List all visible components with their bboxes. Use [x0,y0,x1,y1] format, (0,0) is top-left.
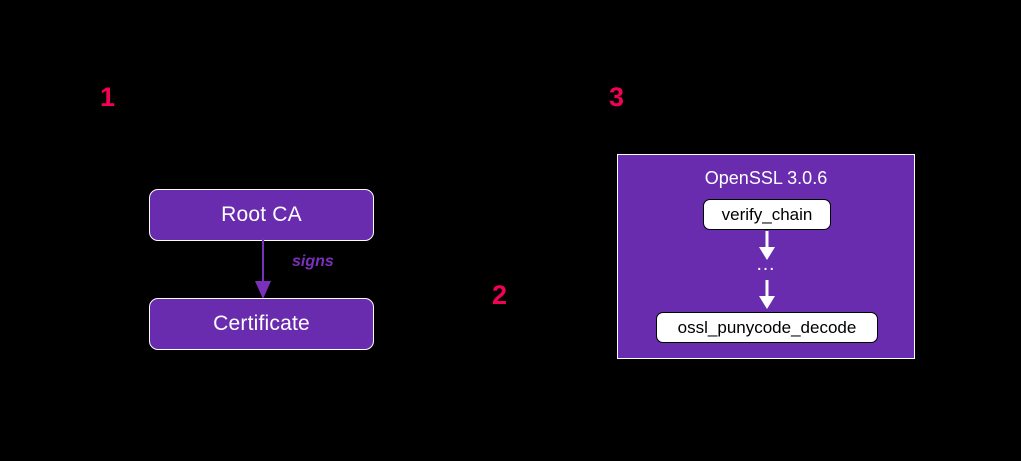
step-number-2: 2 [492,280,508,310]
edge-label-signs: signs [292,253,334,270]
node-root-ca-label: Root CA [221,203,302,226]
node-root-ca: Root CA [149,189,374,241]
openssl-container: OpenSSL 3.0.6 verify_chain ... ossl_puny… [617,154,915,359]
node-verify-chain-label: verify_chain [721,204,813,224]
step-number-3: 3 [609,82,625,112]
arrow-down-icon [759,280,775,309]
ellipsis-label: ... [756,254,776,275]
arrow-down-icon [759,231,775,260]
node-ossl-punycode-decode-label: ossl_punycode_decode [677,317,857,337]
node-certificate: Certificate [149,298,374,350]
step-number-1: 1 [100,82,116,112]
openssl-title: OpenSSL 3.0.6 [704,168,828,188]
arrow-down-icon [255,238,271,299]
node-verify-chain: verify_chain [703,199,831,230]
node-ossl-punycode-decode: ossl_punycode_decode [656,312,878,343]
node-certificate-label: Certificate [213,312,310,335]
